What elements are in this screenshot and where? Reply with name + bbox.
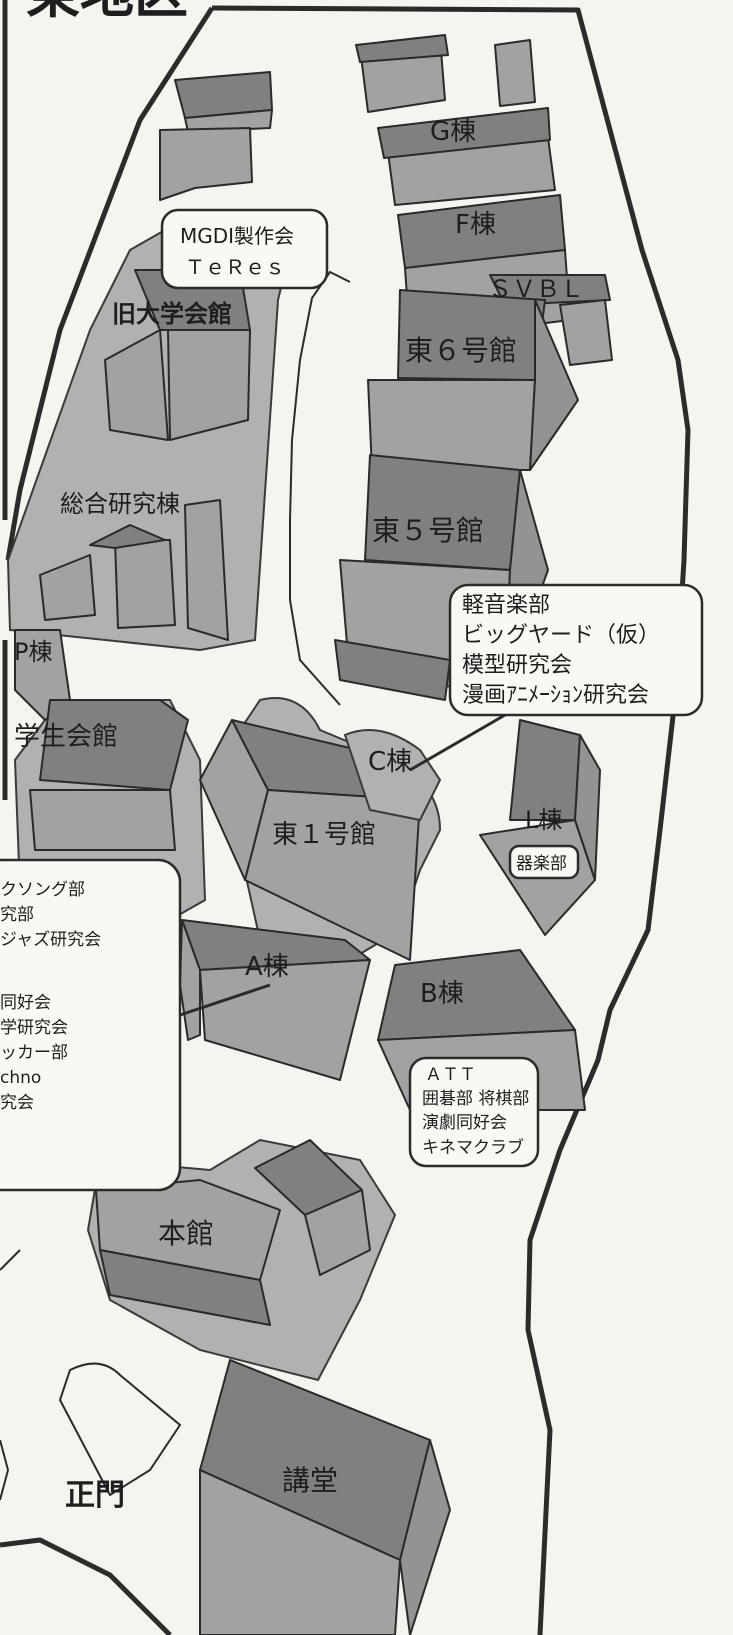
label-auditorium: 講堂: [282, 1464, 338, 1497]
student-hall-line-9: 究会: [0, 1093, 34, 1113]
research-building[interactable]: [39, 499, 229, 641]
b-building-line-3: 演劇同好会: [422, 1113, 507, 1133]
east5-line-4: 漫画ｱﾆﾒｰｼｮﾝ研究会: [462, 683, 649, 708]
svbl-building[interactable]: [489, 274, 613, 366]
label-research: 総合研究棟: [60, 490, 180, 518]
label-east1: 東１号館: [272, 820, 376, 850]
label-main: 本館: [158, 1217, 214, 1250]
a-leader: [179, 983, 271, 1017]
label-student-hall: 学生会館: [14, 722, 118, 752]
student-hall-line-8: chno: [0, 1068, 41, 1088]
teres-line-2: ＴｅＲｅｓ: [185, 255, 285, 279]
label-p: P棟: [14, 638, 52, 666]
student-hall-building[interactable]: [29, 699, 189, 851]
teres-line-1: MGDI製作会: [180, 224, 294, 248]
east5-line-3: 模型研究会: [462, 653, 572, 678]
c-leader: [409, 713, 506, 772]
label-l: L棟: [525, 806, 562, 834]
student-hall-line-2: 究部: [0, 905, 34, 925]
label-f: F棟: [455, 210, 496, 240]
east5-line-2: ビッグヤード（仮）: [462, 623, 660, 648]
gate-plaza: [58, 1362, 182, 1497]
a-building[interactable]: [179, 919, 371, 1081]
student-hall-line-7: ッカー部: [0, 1043, 68, 1063]
student-hall-line-3: ジャズ研究会: [0, 930, 101, 950]
campus-boundary-south: [0, 1537, 172, 1635]
student-hall-callout: [0, 858, 182, 1192]
map-title: 東地区: [26, 0, 188, 25]
student-hall-line-5: 同好会: [0, 993, 51, 1013]
g-building[interactable]: [355, 34, 556, 206]
l-building-line-1: 器楽部: [516, 854, 567, 874]
label-a: A棟: [245, 952, 289, 982]
label-svbl: ＳＶＢＬ: [488, 275, 584, 303]
student-hall-line-6: 学研究会: [0, 1018, 68, 1038]
walkway-left: [0, 1249, 21, 1271]
label-g: G棟: [430, 117, 476, 147]
b-building-line-1: ＡＴＴ: [425, 1065, 476, 1085]
northwest-buildings[interactable]: [159, 71, 273, 201]
teres-callout: [160, 208, 329, 290]
l-building-callout: [508, 844, 580, 880]
label-east6: 東６号館: [405, 334, 517, 367]
label-c: C棟: [368, 747, 412, 777]
b-building-line-4: キネマクラブ: [422, 1137, 524, 1158]
east6-building[interactable]: [367, 289, 579, 471]
campus-boundary: [211, 5, 691, 1635]
label-old-hall: 旧大学会館: [112, 300, 232, 328]
main-hall-building[interactable]: [95, 1139, 371, 1326]
east5-callout: [448, 583, 704, 717]
student-hall-line-1: クソング部: [0, 880, 85, 900]
campus-boundary-west: [5, 6, 215, 561]
east5-line-1: 軽音楽部: [462, 593, 550, 618]
label-b: B棟: [420, 979, 464, 1009]
b-building-callout: [408, 1056, 540, 1168]
left-path: [0, 1439, 10, 1501]
auditorium-building[interactable]: [199, 1359, 451, 1635]
label-main-gate: 正門: [65, 1478, 125, 1513]
c-building[interactable]: [343, 729, 442, 822]
b-building-line-2: 囲碁部 将棋部: [422, 1089, 529, 1109]
label-east5: 東５号館: [372, 514, 484, 547]
